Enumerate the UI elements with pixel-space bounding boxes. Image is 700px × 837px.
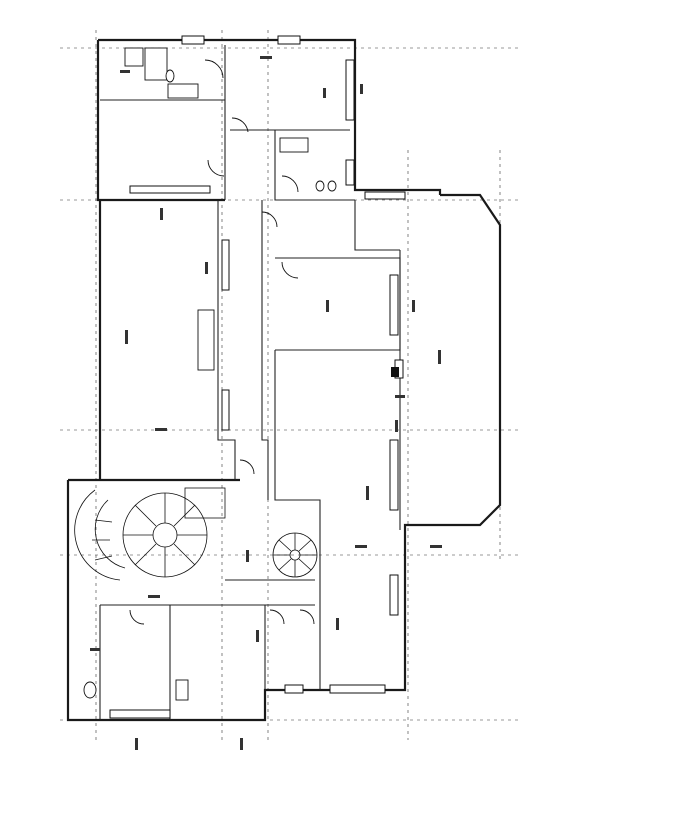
dimension-lines [60,30,520,740]
windows [109,35,406,719]
column-marker [391,367,399,377]
interior-walls [99,45,401,720]
bath-fixtures [83,47,337,701]
doors [129,59,315,625]
dimension-ticks [90,56,442,750]
spiral-stair-large [74,487,226,581]
spiral-stair-small [272,532,318,578]
